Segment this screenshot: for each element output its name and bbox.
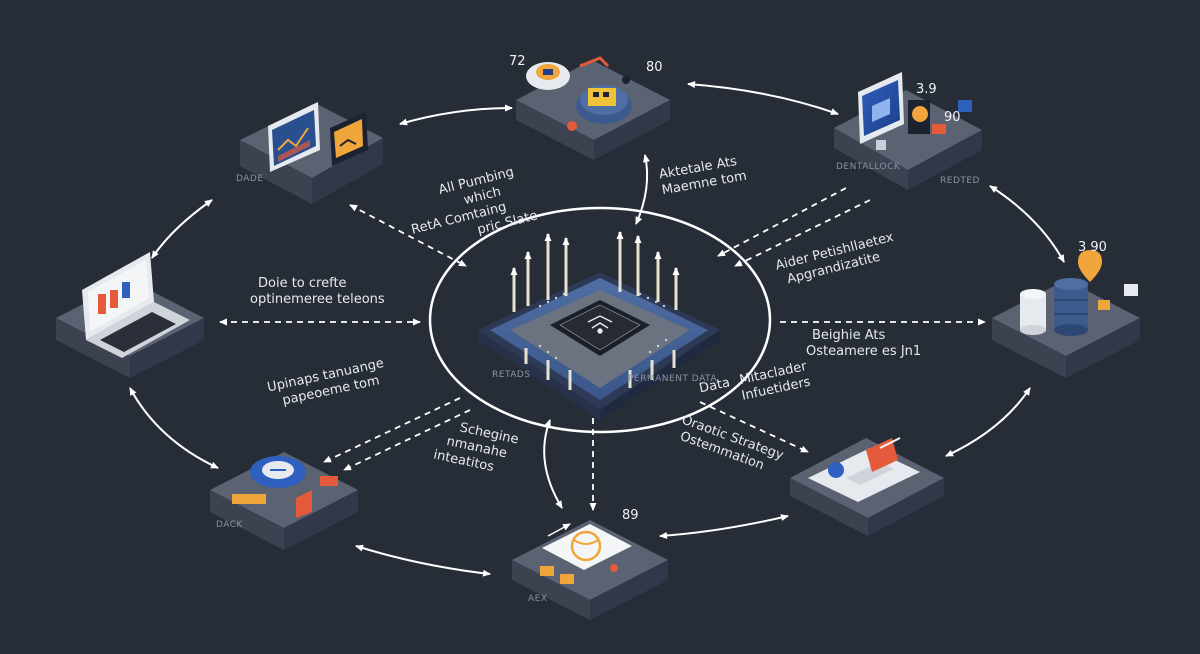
- label-left-line-2: optinemeree teleons: [250, 292, 385, 307]
- top-right-caption-a: DENTALLOCK: [836, 162, 901, 172]
- upward-signal-arrows: [510, 231, 680, 312]
- top-right-number-2: 90: [944, 110, 961, 125]
- chip-small-icon: [540, 566, 554, 576]
- messaging-node: [790, 437, 944, 536]
- center-left-caption: RETADS: [492, 370, 531, 380]
- center-ring: [428, 206, 772, 434]
- laptop-node: [56, 252, 204, 378]
- database-node: [992, 250, 1140, 378]
- coin-icon: [912, 106, 928, 122]
- label-left: Doie to crefte optinemeree teleons: [250, 276, 385, 308]
- top-right-number-1: 3.9: [916, 82, 937, 97]
- mail-icon: [1124, 284, 1138, 296]
- alert-dot-icon: [610, 564, 618, 572]
- analytics-node: [512, 520, 668, 620]
- workstation-node: [834, 72, 982, 190]
- label-right-line-1: Beighie Ats: [812, 328, 886, 343]
- bottom-center-caption: AEX: [528, 594, 548, 604]
- chart-window-icon: [330, 112, 368, 166]
- small-gear-icon: [622, 76, 630, 84]
- right-number: 3 90: [1078, 240, 1107, 255]
- toggle-dial-icon: [526, 62, 570, 90]
- chip-pins: [538, 292, 668, 360]
- bottom-center-number: 89: [622, 508, 639, 523]
- label-left-line-1: Doie to crefte: [258, 276, 347, 291]
- downward-legs: [524, 348, 676, 390]
- chat-bubble-icon: [250, 456, 306, 488]
- coin-stack-icon: [1098, 300, 1110, 310]
- tag-icon: [320, 476, 338, 486]
- link-icon: [579, 56, 610, 68]
- gear-settings-node: [516, 56, 670, 160]
- battery-icon: [560, 574, 574, 584]
- monitor-dashboard-node: [240, 102, 383, 204]
- basketball-card-icon: [542, 524, 632, 570]
- gear-icon: [576, 85, 632, 124]
- status-dot-icon: [567, 121, 577, 131]
- outer-cycle-arrows: [129, 81, 1065, 577]
- folder-icon: [232, 494, 266, 504]
- database-icon: [1020, 278, 1088, 336]
- label-right: Beighie Ats Osteamere es Jn1: [806, 328, 921, 360]
- flag-icon: [958, 100, 972, 112]
- center-right-caption: PERMANENT DATA: [628, 374, 717, 384]
- top-left-caption: DADE: [236, 174, 264, 184]
- top-center-number-1: 72: [509, 54, 526, 69]
- chat-note-icon: [866, 438, 898, 472]
- bottom-left-caption: DACK: [216, 520, 243, 530]
- monitor-icon: [268, 102, 320, 172]
- processing-node: [210, 452, 358, 550]
- mini-arrow-icon: [547, 523, 571, 537]
- play-icon: [296, 490, 312, 518]
- central-processor-node: [478, 231, 720, 420]
- dashed-arrows: [219, 187, 986, 511]
- label-right-line-2: Osteamere es Jn1: [806, 344, 922, 359]
- location-pin-icon: [1078, 250, 1102, 282]
- card-icon: [932, 124, 946, 134]
- laptop-icon: [82, 252, 190, 358]
- desktop-monitor-icon: [858, 72, 904, 150]
- note-line-icon: [879, 437, 901, 449]
- top-center-number-2: 80: [646, 60, 663, 75]
- chip-logo-icon: [587, 315, 613, 334]
- top-right-caption-b: REDTED: [940, 176, 980, 186]
